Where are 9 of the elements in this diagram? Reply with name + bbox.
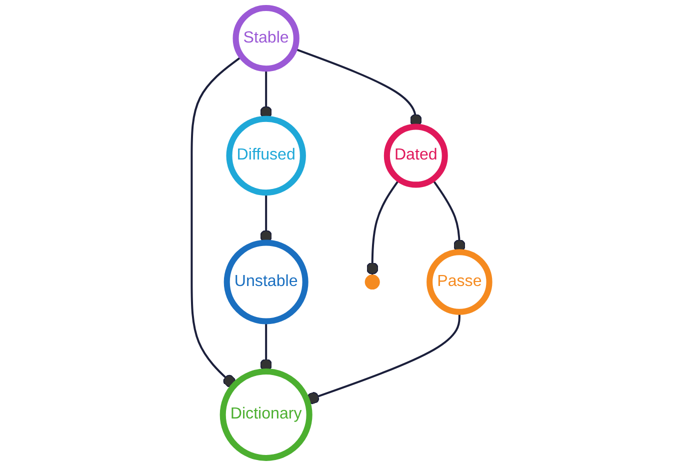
connector: [190, 56, 242, 388]
circle-node: Unstable: [224, 240, 308, 324]
circle-node: Dictionary: [220, 368, 312, 461]
connector: [260, 68, 272, 119]
circle-node: Dated: [384, 124, 448, 188]
circle-node: Passe: [426, 249, 492, 315]
circle-node: Diffused: [226, 116, 306, 196]
circle-node: Stable: [232, 5, 300, 72]
connector: [366, 178, 400, 275]
